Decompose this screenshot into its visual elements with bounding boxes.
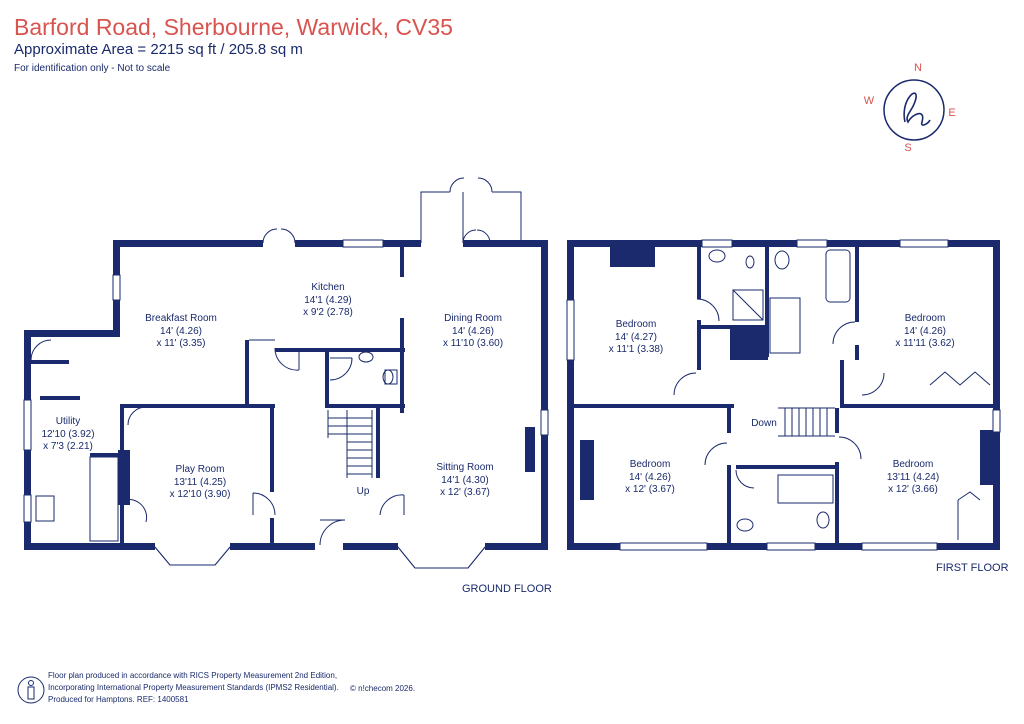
room-dims: x 9'2 (2.78) [303, 307, 353, 318]
room-dims: x 11'1 (3.38) [609, 344, 664, 355]
room-name: Breakfast Room [145, 313, 217, 324]
room-dims: 14' (4.27) [615, 332, 657, 343]
room-dims: x 12' (3.67) [440, 487, 490, 498]
room-name: Dining Room [444, 313, 502, 324]
footer-notes: Floor plan produced in accordance with R… [48, 670, 428, 706]
room-dims: x 11' (3.35) [157, 338, 206, 349]
room-name: Bedroom [630, 459, 671, 470]
room-dims: 14' (4.26) [629, 472, 671, 483]
room-name: Utility [56, 416, 80, 427]
room-dims: x 11'10 (3.60) [443, 338, 503, 349]
footer-line: Floor plan produced in accordance with R… [48, 671, 338, 680]
room-dims: 13'11 (4.25) [174, 477, 226, 488]
room-name: Sitting Room [436, 462, 493, 473]
compass-west: W [864, 95, 875, 107]
room-name: Bedroom [893, 459, 934, 470]
room-dims: x 12' (3.66) [888, 484, 938, 495]
ground-floor-label: GROUND FLOOR [462, 583, 552, 595]
rics-logo-icon [17, 676, 45, 704]
ground-floor-plan: Breakfast Room 14' (4.26) x 11' (3.35) K… [23, 177, 552, 595]
room-name: Play Room [176, 464, 225, 475]
compass-south: S [904, 142, 911, 154]
first-floor-plan: Bedroom 14' (4.27) x 11'1 (3.38) Bedroom… [566, 239, 1009, 574]
room-dims: 12'10 (3.92) [41, 429, 94, 440]
room-name: Kitchen [311, 282, 344, 293]
copyright: © n!checom 2026. [350, 684, 416, 693]
room-name: Bedroom [616, 319, 657, 330]
room-dims: x 7'3 (2.21) [43, 441, 93, 452]
scale-note: For identification only - Not to scale [14, 63, 171, 74]
room-name: Bedroom [905, 313, 946, 324]
page-title: Barford Road, Sherbourne, Warwick, CV35 [14, 14, 453, 40]
approximate-area: Approximate Area = 2215 sq ft / 205.8 sq… [14, 41, 303, 58]
room-dims: x 12'10 (3.90) [170, 489, 231, 500]
footer-line: Produced for Hamptons. REF: 1400581 [48, 695, 189, 704]
room-dims: x 11'11 (3.62) [895, 338, 954, 349]
stairs-label: Down [751, 418, 777, 429]
room-dims: 14' (4.26) [160, 326, 202, 337]
compass-icon: N S E W [864, 62, 956, 154]
footer-line: Incorporating International Property Mea… [48, 683, 339, 692]
compass-north: N [914, 62, 922, 74]
room-dims: 14'1 (4.29) [304, 295, 352, 306]
stairs-label: Up [357, 486, 370, 497]
room-dims: 14' (4.26) [904, 326, 946, 337]
room-dims: x 12' (3.67) [625, 484, 675, 495]
room-dims: 14'1 (4.30) [441, 475, 489, 486]
room-dims: 13'11 (4.24) [887, 472, 939, 483]
compass-east: E [948, 107, 955, 119]
room-dims: 14' (4.26) [452, 326, 494, 337]
first-floor-label: FIRST FLOOR [936, 562, 1009, 574]
